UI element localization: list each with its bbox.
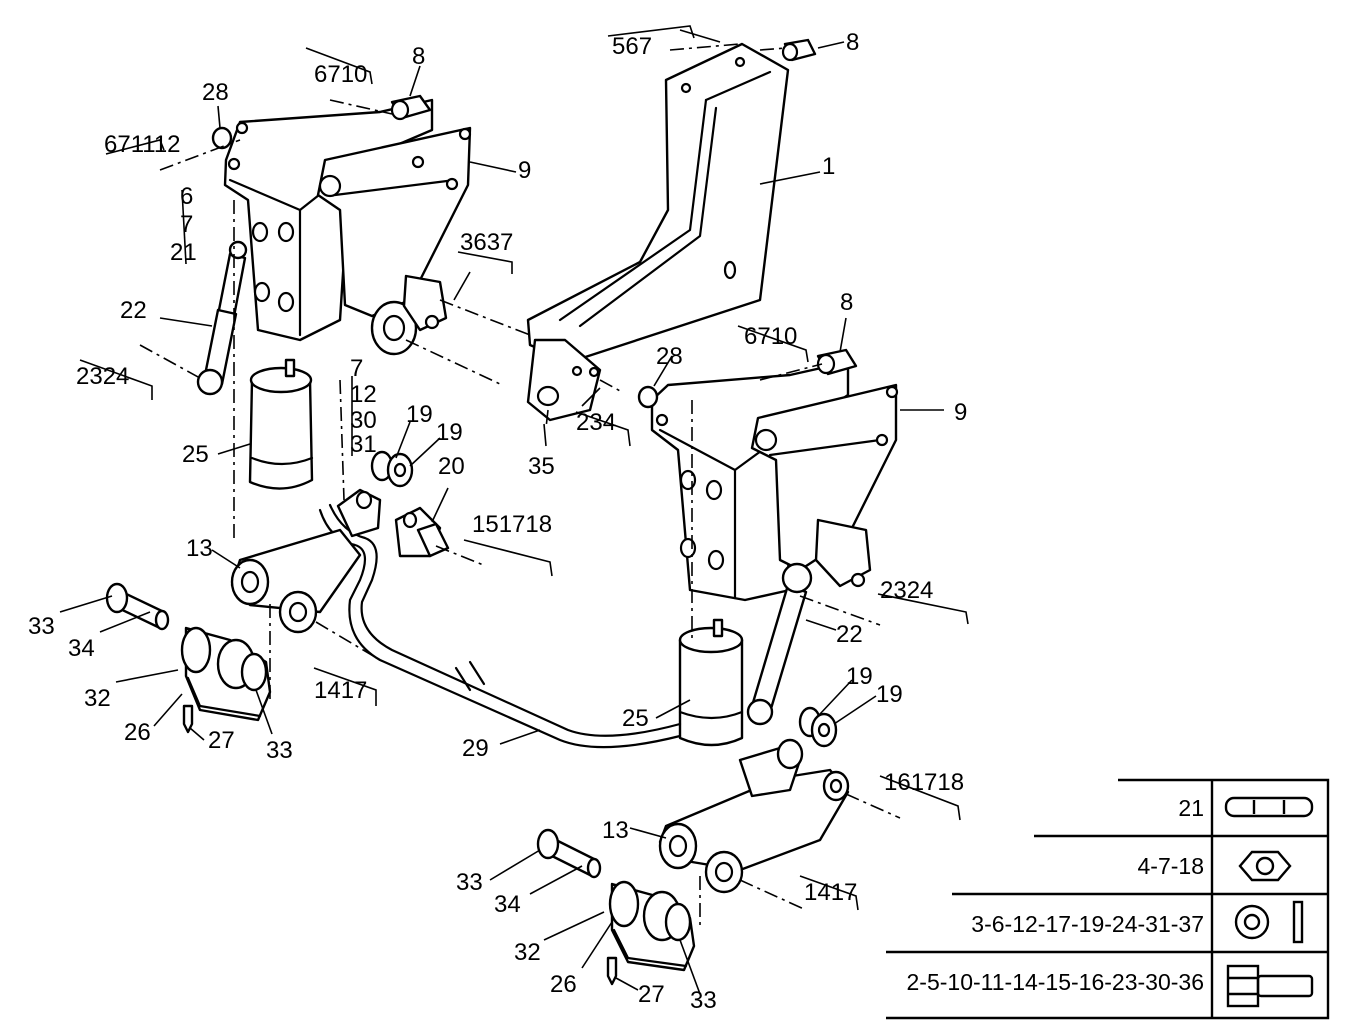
air-spring-left — [248, 358, 314, 490]
callout-32-left: 32 — [84, 685, 111, 712]
callout-labels: 567 8 6710 8 28 671112 9 1 6 7 21 3637 2… — [28, 29, 967, 1014]
callout-13-left: 13 — [186, 535, 213, 562]
callout-30: 30 — [350, 407, 377, 434]
callout-19-right-a: 19 — [846, 663, 873, 690]
callout-671112: 671112 — [104, 131, 181, 158]
callout-1: 1 — [822, 153, 835, 180]
right-pin-and-bracket — [536, 828, 696, 986]
callout-13-right: 13 — [602, 817, 629, 844]
callout-34-left: 34 — [68, 635, 95, 662]
callout-12: 12 — [350, 381, 377, 408]
callout-567: 567 — [612, 33, 652, 60]
callout-19-right-b: 19 — [876, 681, 903, 708]
callout-32-right: 32 — [514, 939, 541, 966]
callout-31: 31 — [350, 431, 377, 458]
callout-22-right: 22 — [836, 621, 863, 648]
left-support-bracket — [211, 94, 472, 356]
callout-234: 234 — [576, 409, 616, 436]
legend-label-row-4: 2-5-10-11-14-15-16-23-30-36 — [907, 969, 1204, 995]
callout-27-right: 27 — [638, 981, 665, 1008]
callout-8-top-left: 8 — [412, 43, 425, 70]
left-pin-and-bracket — [105, 582, 272, 734]
chassis-bracket — [526, 42, 790, 422]
callout-19-left-b: 19 — [436, 419, 463, 446]
callout-34-right: 34 — [494, 891, 521, 918]
callout-6710-right: 6710 — [744, 323, 797, 350]
right-arm-assembly — [658, 706, 850, 894]
callout-151718: 151718 — [472, 511, 552, 538]
fastener-legend: 21 4-7-18 3-6-12-17-19-24-31-37 2-5-10-1… — [886, 778, 1330, 1020]
callout-20: 20 — [438, 453, 465, 480]
hex-nut-icon — [1238, 850, 1292, 882]
callout-33-left-b: 33 — [266, 737, 293, 764]
callout-7-left: 7 — [180, 211, 193, 238]
callout-8-top-right: 8 — [846, 29, 859, 56]
shock-absorber-left — [196, 240, 248, 396]
air-spring-right — [678, 618, 744, 747]
callout-33-right-a: 33 — [456, 869, 483, 896]
assembly-center-lines — [139, 43, 901, 930]
callout-28-right: 28 — [656, 343, 683, 370]
callout-8-right: 8 — [840, 289, 853, 316]
legend-label-row-1: 21 — [1178, 795, 1204, 821]
washer-icon — [1234, 900, 1304, 944]
callout-19-left-a: 19 — [406, 401, 433, 428]
shock-absorber-right — [746, 562, 813, 726]
leader-lines — [59, 25, 969, 995]
callout-29: 29 — [462, 735, 489, 762]
callout-1417-right: 1417 — [804, 879, 857, 906]
callout-33-left-a: 33 — [28, 613, 55, 640]
callout-25-right: 25 — [622, 705, 649, 732]
callout-9-left: 9 — [518, 157, 531, 184]
legend-label-row-2: 4-7-18 — [1138, 853, 1204, 879]
callout-7-center: 7 — [350, 355, 363, 382]
callout-6710-top-left: 6710 — [314, 61, 367, 88]
callout-25-left: 25 — [182, 441, 209, 468]
callout-33-right-b: 33 — [690, 987, 717, 1014]
callout-27-left: 27 — [208, 727, 235, 754]
callout-9-right: 9 — [954, 399, 967, 426]
callout-28-left: 28 — [202, 79, 229, 106]
callout-26-right: 26 — [550, 971, 577, 998]
callout-3637: 3637 — [460, 229, 513, 256]
callout-2324-left: 2324 — [76, 363, 129, 390]
callout-2324-right: 2324 — [880, 577, 933, 604]
callout-21: 21 — [170, 239, 197, 266]
callout-1417-left: 1417 — [314, 677, 367, 704]
left-arm-assembly — [230, 450, 450, 634]
callout-6-left: 6 — [180, 183, 193, 210]
callout-22-left: 22 — [120, 297, 147, 324]
callout-161718: 161718 — [884, 769, 964, 796]
callout-26-left: 26 — [124, 719, 151, 746]
legend-label-row-3: 3-6-12-17-19-24-31-37 — [971, 911, 1204, 937]
pin-icon — [1224, 796, 1314, 818]
bolt-icon — [1226, 964, 1314, 1008]
callout-35: 35 — [528, 453, 555, 480]
right-support-bracket — [637, 38, 899, 602]
